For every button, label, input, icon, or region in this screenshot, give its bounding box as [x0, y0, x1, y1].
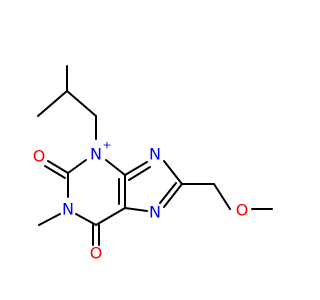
chemical-structure: N + N N N O O O	[33, 65, 273, 263]
bond-c8-n7-b	[159, 182, 177, 204]
bond-methyl-ch-left	[37, 90, 68, 117]
atom-n-imidazole-top: N	[149, 145, 161, 164]
atom-o-ether: O	[236, 201, 249, 220]
bond-c2-o-upper-b	[44, 165, 66, 179]
bond-c4-n9-b	[128, 166, 151, 181]
bonds	[37, 65, 273, 246]
bond-n7-c5	[124, 207, 148, 212]
atom-n-methyl: N	[62, 200, 74, 219]
atom-n-isobutyl-charge: +	[102, 139, 111, 152]
bond-ch2-o-ether	[213, 183, 231, 210]
atom-n-isobutyl: N	[90, 145, 102, 164]
bond-n1-methyl	[38, 213, 61, 226]
bond-ch-ch2	[66, 90, 97, 117]
bond-n1-c6	[75, 213, 97, 226]
bond-n9-c8	[163, 160, 183, 185]
bond-c8-n7-a	[163, 183, 183, 208]
bond-c6-c5	[95, 207, 126, 226]
bond-c4-n9-a	[124, 161, 148, 176]
bond-c2-o-upper-a	[47, 160, 69, 174]
bond-n3-c2	[67, 159, 87, 174]
atom-o-upper-carbonyl: O	[33, 147, 46, 166]
atom-o-lower-carbonyl: O	[90, 244, 103, 263]
bond-c4-n3	[105, 159, 126, 176]
atom-labels: N + N N N O O O	[33, 139, 249, 263]
atom-n-imidazole-bottom: N	[149, 203, 161, 222]
